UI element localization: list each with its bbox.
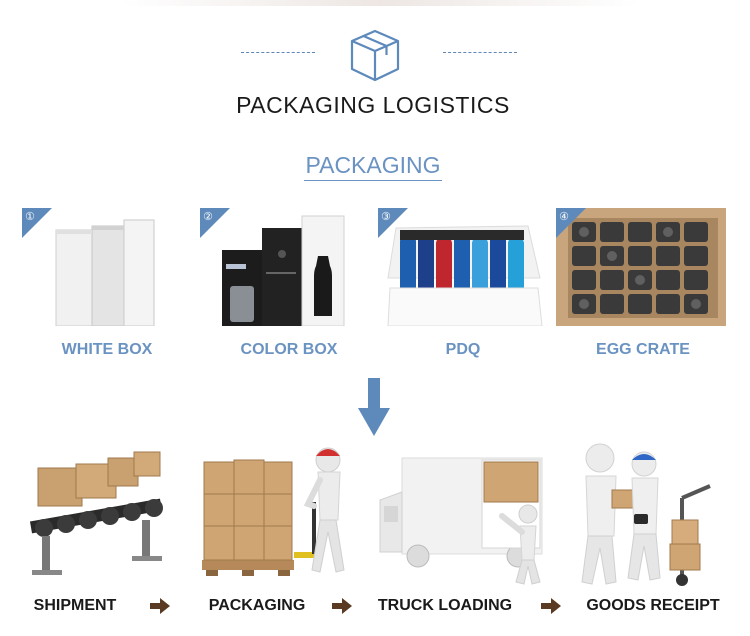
page-title: PACKAGING LOGISTICS bbox=[236, 92, 510, 118]
egg-crate-image: ④ bbox=[556, 208, 726, 326]
pdq-image: ③ bbox=[378, 208, 548, 326]
tile-label-white-box: WHITE BOX bbox=[61, 341, 153, 358]
tile-number: ④ bbox=[559, 211, 569, 223]
title-decoration-right bbox=[443, 52, 517, 53]
box-icon bbox=[350, 29, 400, 82]
down-arrow-icon bbox=[358, 378, 390, 436]
right-arrow-icon bbox=[150, 598, 170, 614]
goods-receipt-illustration bbox=[581, 443, 711, 586]
step-label-shipment: SHIPMENT bbox=[33, 597, 117, 614]
section-title-link[interactable]: PACKAGING bbox=[304, 152, 442, 181]
shipment-illustration bbox=[29, 451, 163, 575]
truck-loading-illustration bbox=[379, 457, 543, 585]
step-label-goods-receipt: GOODS RECEIPT bbox=[586, 597, 720, 614]
tile-label-color-box: COLOR BOX bbox=[240, 341, 338, 358]
step-label-truck-loading: TRUCK LOADING bbox=[377, 597, 513, 614]
step-label-packaging: PACKAGING bbox=[208, 597, 306, 614]
right-arrow-icon bbox=[541, 598, 561, 614]
number-corner bbox=[22, 208, 52, 238]
tile-label-egg-crate: EGG CRATE bbox=[596, 341, 690, 358]
tile-label-pdq: PDQ bbox=[445, 341, 481, 358]
packaging-illustration bbox=[202, 447, 345, 576]
number-corner bbox=[378, 208, 408, 238]
top-banner-fade bbox=[120, 0, 640, 6]
title-decoration-left bbox=[241, 52, 315, 53]
tile-number: ② bbox=[203, 211, 213, 223]
tile-number: ③ bbox=[381, 211, 391, 223]
section-title[interactable]: PACKAGING bbox=[0, 152, 746, 181]
number-corner bbox=[200, 208, 230, 238]
number-corner bbox=[556, 208, 586, 238]
color-box-image: ② bbox=[200, 208, 370, 326]
tile-number: ① bbox=[25, 211, 35, 223]
right-arrow-icon bbox=[332, 598, 352, 614]
white-box-image: ① bbox=[22, 208, 192, 326]
